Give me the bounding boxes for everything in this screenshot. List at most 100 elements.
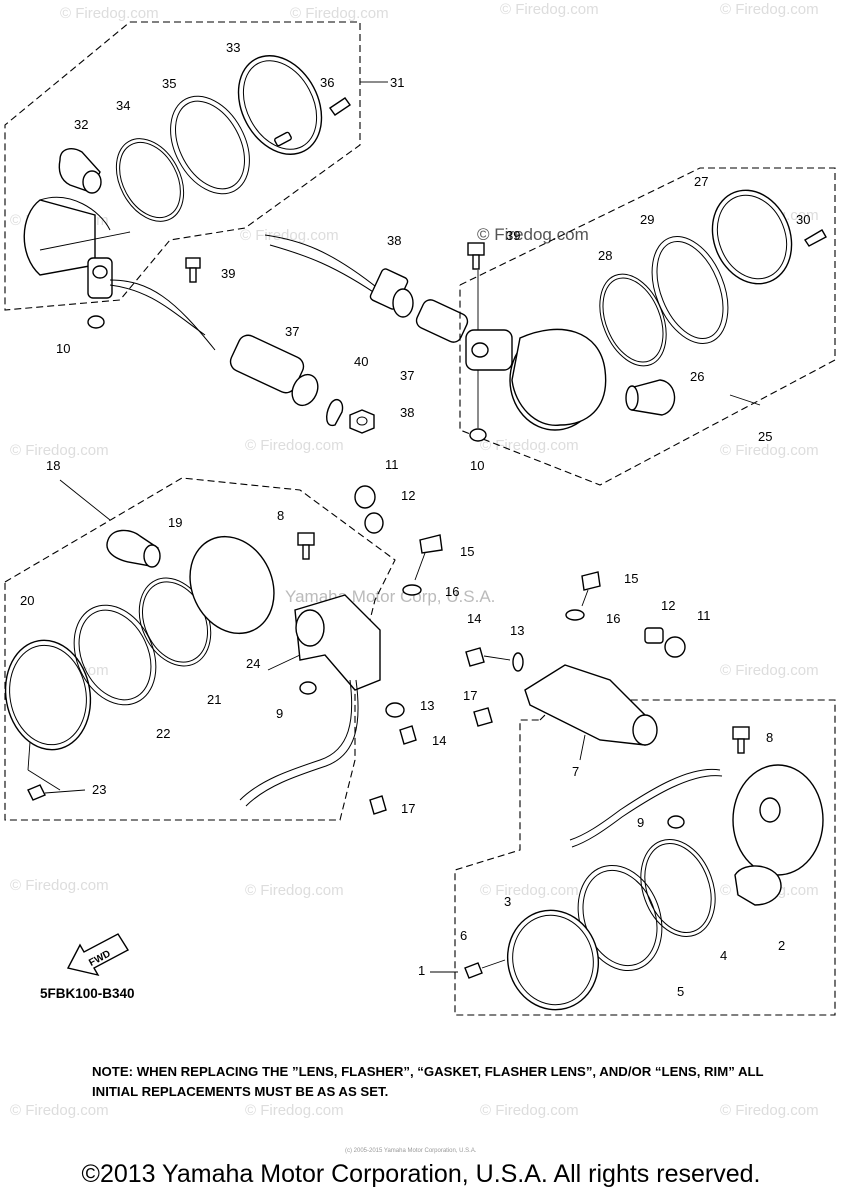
gasket-34	[115, 138, 185, 222]
bolt-15-left	[419, 534, 443, 554]
lens-tab	[274, 131, 292, 147]
screw-23-shank	[44, 789, 86, 794]
callout-16-right: 16	[606, 611, 620, 626]
callout-10-right: 10	[470, 458, 484, 473]
callout-5: 5	[677, 984, 684, 999]
fwd-arrow-shape	[66, 933, 129, 977]
leader	[267, 654, 301, 671]
callout-14-right: 14	[467, 611, 481, 626]
nut-11-left	[354, 485, 376, 509]
stay-right	[465, 329, 513, 371]
callout-39-right: 39	[506, 228, 520, 243]
bolt-39-right-shank	[472, 254, 480, 270]
lens-33	[237, 55, 323, 155]
callout-7: 7	[572, 764, 579, 779]
bolt-8-lower	[732, 726, 750, 740]
callout-10-left: 10	[56, 341, 70, 356]
callout-15-left: 15	[460, 544, 474, 559]
callout-38-lower: 38	[400, 405, 414, 420]
lens-33-inner	[242, 60, 318, 150]
bolt-8-lower-shank	[737, 738, 745, 754]
callout-39-left: 39	[221, 266, 235, 281]
bulb-19-base	[143, 544, 161, 568]
housing-18	[189, 535, 275, 635]
callout-9-right: 9	[637, 815, 644, 830]
bolt-39	[185, 257, 201, 269]
housing-outline	[39, 196, 111, 231]
watermark: © Firedog.com	[480, 1102, 579, 1119]
assembly-18-boundary	[4, 477, 396, 821]
wire	[109, 279, 216, 351]
watermark: © Firedog.com	[480, 437, 579, 454]
callout-1: 1	[418, 963, 425, 978]
callout-21: 21	[207, 692, 221, 707]
stay-24-end	[295, 609, 325, 647]
nut-9	[299, 681, 317, 695]
housing-body	[511, 328, 607, 426]
bolt-39-right	[467, 242, 485, 256]
wire	[264, 234, 381, 291]
fwd-arrow-icon: FWD	[66, 933, 129, 977]
bolt-15-right-shank	[581, 589, 589, 607]
stay-37-right	[415, 299, 469, 343]
assembly-1-group	[454, 571, 836, 1016]
watermark: © Firedog.com	[245, 1102, 344, 1119]
washer-16-left	[402, 584, 422, 596]
nut-11-right	[664, 636, 686, 658]
callout-27: 27	[694, 174, 708, 189]
callout-3: 3	[504, 894, 511, 909]
watermark: © Firedog.com	[245, 882, 344, 899]
callout-13-left: 13	[420, 698, 434, 713]
screw-30	[804, 229, 827, 247]
bolt-14-left	[399, 725, 417, 745]
callout-34: 34	[116, 98, 130, 113]
wire	[239, 679, 353, 801]
watermark: © Firedog.com	[10, 877, 109, 894]
callout-4: 4	[720, 948, 727, 963]
watermark: © Firedog.com	[290, 5, 389, 22]
bolt-8-shank	[302, 544, 310, 560]
wire	[571, 775, 723, 848]
bolt-15-shank	[414, 552, 426, 581]
flasher-housing-left	[23, 199, 96, 276]
grommet-38-end	[392, 288, 414, 318]
leader	[579, 734, 586, 761]
assembly-line	[39, 231, 131, 251]
watermark: © Firedog.com	[720, 1, 819, 18]
lens-20-inner	[9, 644, 87, 746]
callout-12-left: 12	[401, 488, 415, 503]
callout-13-right: 13	[510, 623, 524, 638]
bulb-26	[629, 379, 676, 416]
nut-9-lower	[667, 815, 685, 829]
assembly-31-boundary	[4, 21, 361, 311]
callout-32: 32	[74, 117, 88, 132]
callout-6: 6	[460, 928, 467, 943]
lens-20	[4, 639, 92, 751]
watermark: © Firedog.com	[720, 442, 819, 459]
nut-17-left	[369, 795, 387, 815]
callout-35: 35	[162, 76, 176, 91]
housing-hole	[759, 797, 781, 823]
rim-22-inner	[78, 609, 152, 701]
bolt-39-shank	[189, 267, 197, 283]
nut-10-right	[469, 428, 487, 442]
assembly-25-group	[459, 167, 836, 486]
replacement-note: NOTE: WHEN REPLACING THE ”LENS, FLASHER”…	[92, 1064, 764, 1099]
callout-2: 2	[778, 938, 785, 953]
callout-40: 40	[354, 354, 368, 369]
callout-29: 29	[640, 212, 654, 227]
screw-36	[329, 97, 351, 116]
callout-24: 24	[246, 656, 260, 671]
lens-3-inner	[512, 914, 594, 1006]
callout-11-left: 11	[385, 457, 399, 472]
wire	[569, 768, 721, 841]
callout-17-left: 17	[401, 801, 415, 816]
watermark: © Firedog.com	[240, 227, 339, 244]
flasher-housing-lower	[732, 764, 824, 876]
nut-38-hole	[356, 416, 368, 426]
stay-7-end	[632, 714, 658, 746]
lens-27-inner	[716, 194, 788, 280]
assembly-25-boundary	[459, 167, 836, 486]
assembly-31-group	[4, 21, 386, 351]
washer-16-right	[565, 609, 585, 621]
